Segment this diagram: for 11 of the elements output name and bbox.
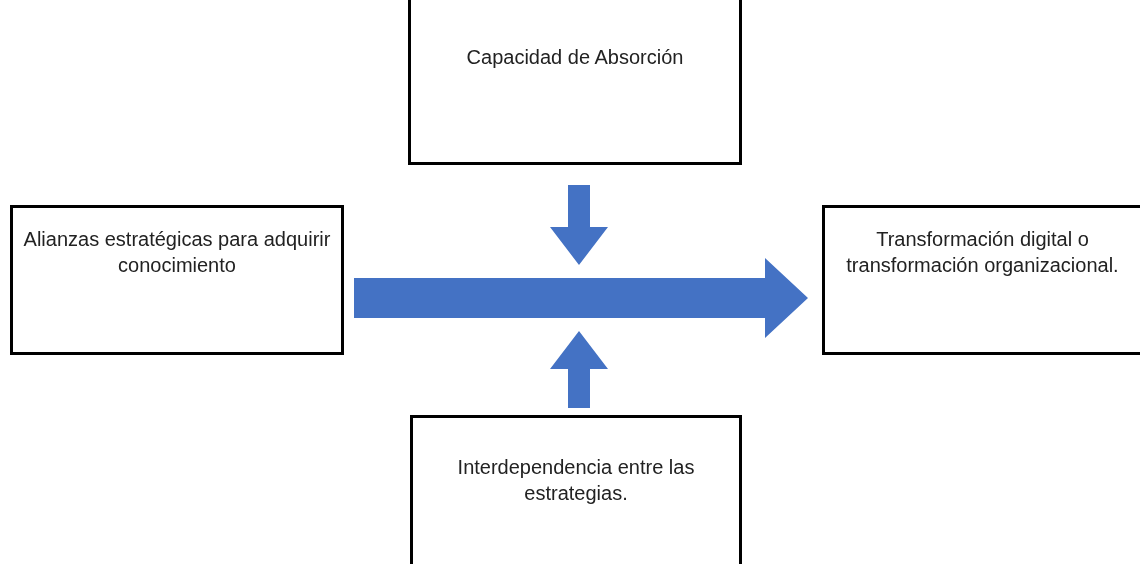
- block-arrow: [354, 258, 808, 338]
- text-box: [410, 415, 742, 564]
- text-box: [408, 0, 742, 165]
- block-arrow: [550, 185, 608, 265]
- block-arrow: [550, 331, 608, 408]
- box-label: Transformación digital o transformación organizacional.: [845, 227, 1120, 278]
- box-label: Interdependencia entre las estrategias.: [456, 455, 696, 506]
- text-box: [822, 205, 1140, 355]
- text-box: [10, 205, 344, 355]
- box-label: Capacidad de Absorción: [465, 45, 685, 70]
- box-label: Alianzas estratégicas para adquirir conocimiento: [22, 227, 332, 278]
